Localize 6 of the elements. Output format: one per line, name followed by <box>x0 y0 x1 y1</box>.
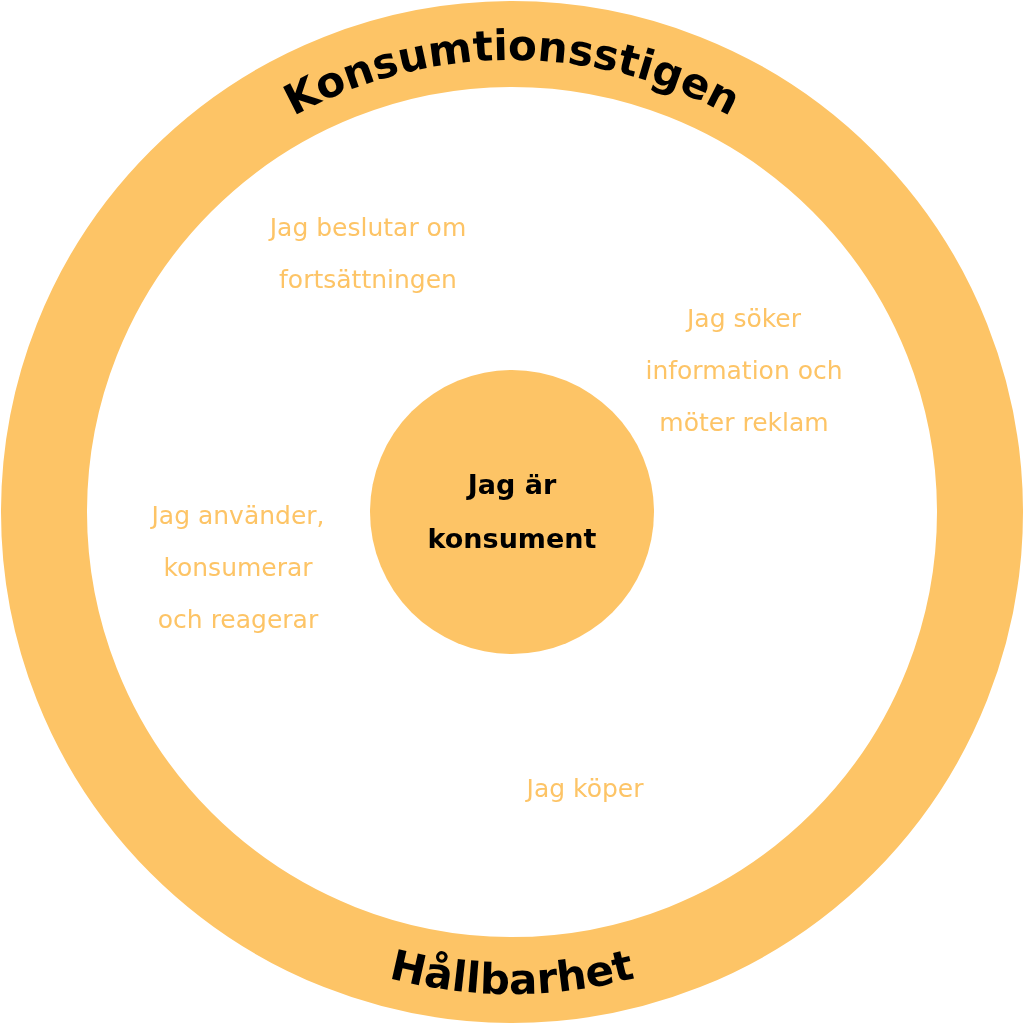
step-label: Jag beslutar om fortsättningen <box>267 212 468 296</box>
ring-title: Hållbarhet <box>386 940 638 1005</box>
step-label: Jag köper <box>524 773 645 805</box>
step-label: Jag använder, konsumerar och reagerar <box>149 500 326 636</box>
center-label: Jag är konsument <box>426 468 598 556</box>
step-label: Jag söker information och möter reklam <box>644 303 844 439</box>
